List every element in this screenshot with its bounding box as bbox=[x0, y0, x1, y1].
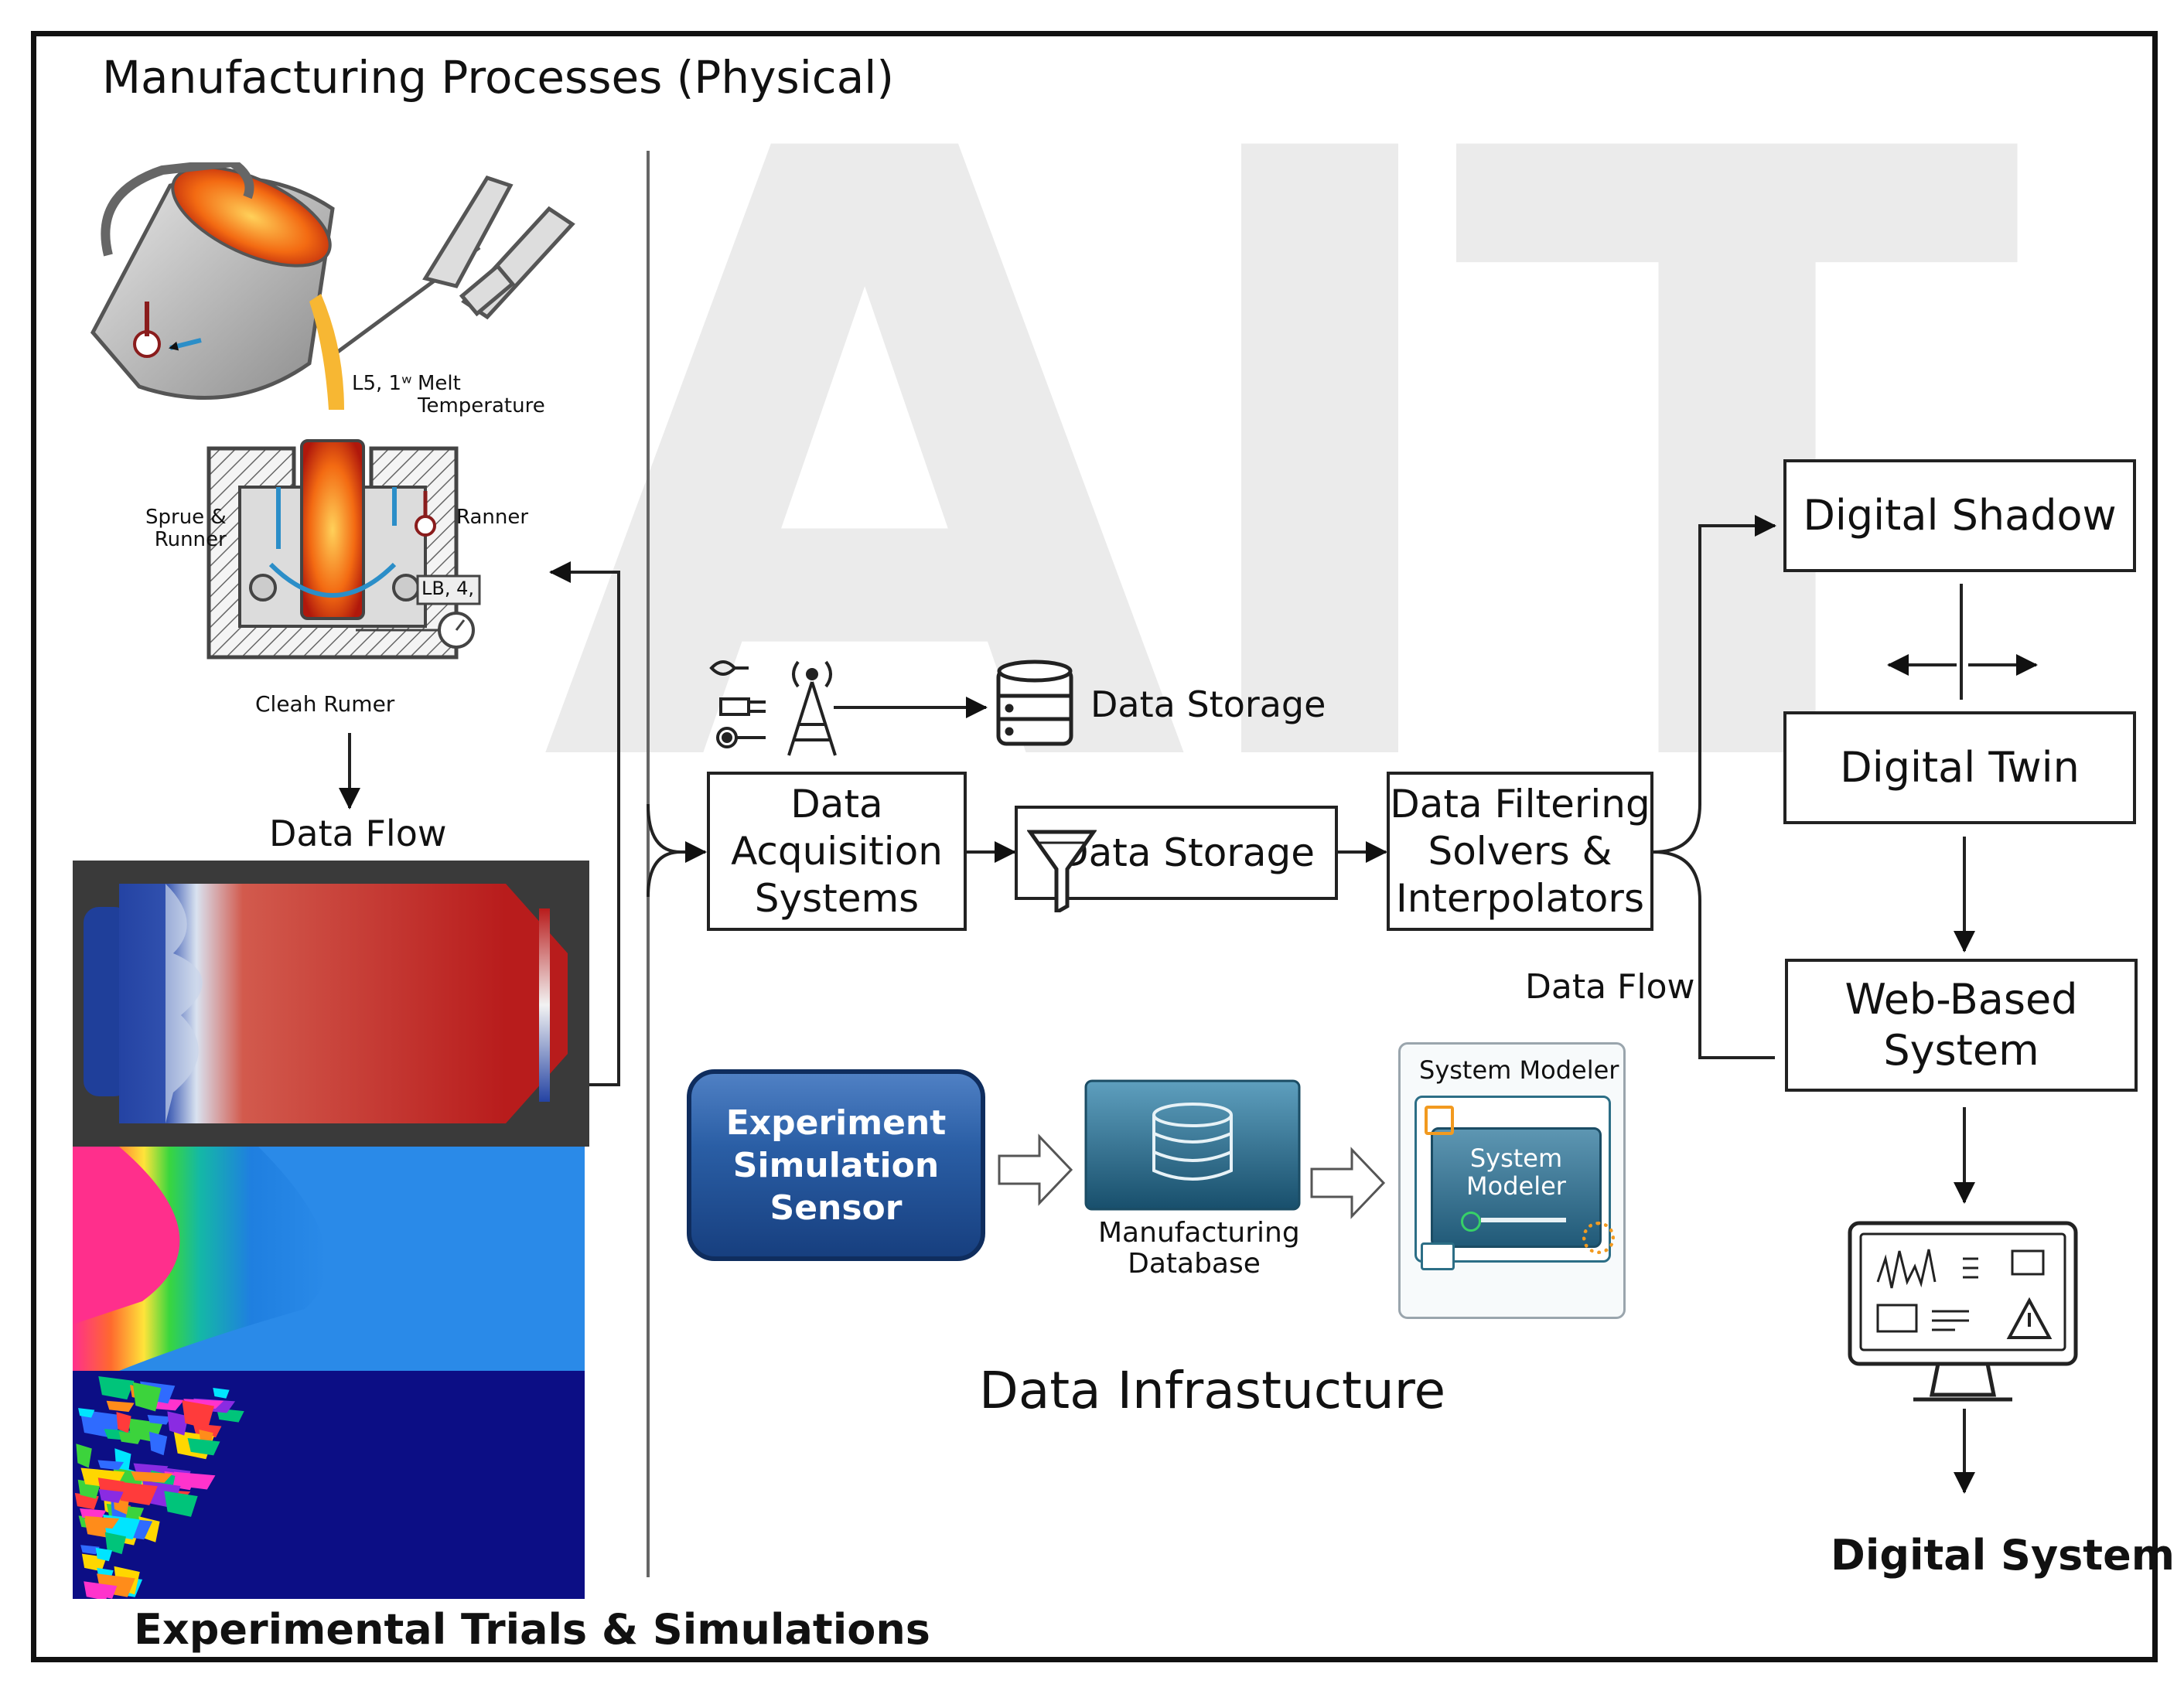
digital-twin-label: Digital Twin bbox=[1840, 743, 2080, 792]
dashboard-monitor-icon bbox=[1848, 1221, 2078, 1402]
sensor-cluster bbox=[709, 660, 837, 756]
physical-section-title: Manufacturing Processes (Physical) bbox=[102, 51, 894, 104]
filter-funnel-icon bbox=[1027, 830, 1097, 912]
grain-cell bbox=[116, 1481, 158, 1505]
melt-temperature-label: Melt Temperature bbox=[418, 372, 545, 418]
data-filtering-label: Data Filtering Solvers & Interpolators bbox=[1390, 781, 1650, 921]
grain-cell bbox=[213, 1387, 230, 1399]
ait-watermark: AIT bbox=[541, 0, 2022, 949]
digital-system-title: Digital System bbox=[1831, 1531, 2175, 1580]
grain-cell bbox=[174, 1471, 216, 1490]
temperature-field-simulation bbox=[73, 1147, 585, 1371]
middle-data-flow-label: Data Flow bbox=[1525, 967, 1695, 1007]
data-storage-label: Data Storage bbox=[1059, 830, 1315, 875]
web-based-system-box: Web-Based System bbox=[1785, 959, 2138, 1092]
system-modeler-card: System Modeler bbox=[1431, 1127, 1602, 1248]
manufacturing-database-label: Manufacturing Database bbox=[1098, 1217, 1300, 1280]
modeler-orange-bracket-icon bbox=[1425, 1106, 1454, 1135]
outer-frame bbox=[31, 31, 2158, 1662]
system-modeler-frame: System Modeler bbox=[1414, 1096, 1615, 1263]
grain-cell bbox=[78, 1408, 95, 1418]
experiment-simulation-sensor-button[interactable]: Experiment Simulation Sensor bbox=[687, 1069, 985, 1261]
grain-cell bbox=[98, 1375, 135, 1400]
grain-cell bbox=[132, 1382, 162, 1412]
sprue-runner-label: Sprue & Runner bbox=[145, 506, 227, 552]
digital-shadow-box: Digital Shadow bbox=[1783, 459, 2136, 572]
grain-cell bbox=[148, 1431, 168, 1456]
manufacturing-database-icon bbox=[1084, 1079, 1301, 1211]
system-modeler-inner-label: System Modeler bbox=[1466, 1144, 1566, 1201]
modeler-node-icon bbox=[1461, 1212, 1481, 1232]
web-based-system-label: Web-Based System bbox=[1844, 975, 2078, 1075]
tongs bbox=[331, 176, 575, 358]
hollow-arrow-1 bbox=[998, 1133, 1073, 1206]
grain-cell bbox=[98, 1488, 124, 1504]
grain-cell bbox=[80, 1545, 100, 1555]
modeler-slider-track bbox=[1481, 1218, 1566, 1222]
grain-cell bbox=[116, 1412, 131, 1433]
grain-cell bbox=[84, 1515, 120, 1529]
clean-runner-label: Cleah Rumer bbox=[255, 691, 395, 717]
grain-cell bbox=[92, 1583, 118, 1599]
grain-cell bbox=[97, 1460, 125, 1471]
line-filter-web bbox=[1653, 850, 1775, 1059]
ls-label: L5, 1ʷ bbox=[352, 372, 412, 395]
data-filtering-box: Data Filtering Solvers & Interpolators bbox=[1387, 772, 1653, 931]
mould bbox=[206, 439, 481, 660]
grain-cell bbox=[167, 1411, 189, 1436]
lb-label: LB, 4, bbox=[421, 578, 474, 599]
arrow-loop-back bbox=[549, 561, 620, 1086]
system-modeler-panel: System Modeler System Modeler bbox=[1398, 1042, 1626, 1319]
data-acquisition-label: Data Acquisition Systems bbox=[731, 781, 943, 921]
experiments-title: Experimental Trials & Simulations bbox=[134, 1605, 930, 1654]
grain-structure-simulation bbox=[73, 1371, 585, 1599]
grain-cell bbox=[182, 1400, 214, 1430]
grain-cell bbox=[131, 1471, 173, 1483]
database-icon bbox=[996, 660, 1073, 746]
modeler-save-icon bbox=[1421, 1242, 1455, 1270]
molten-stream bbox=[309, 294, 344, 410]
grain-cell bbox=[104, 1532, 126, 1555]
digital-twin-box: Digital Twin bbox=[1783, 711, 2136, 824]
modeler-gear-icon bbox=[1582, 1222, 1615, 1254]
grain-cell bbox=[164, 1491, 198, 1517]
grain-cell bbox=[118, 1431, 143, 1444]
rammer-label: Ranner bbox=[456, 506, 529, 529]
grain-cell bbox=[187, 1438, 220, 1456]
hollow-arrow-2 bbox=[1310, 1147, 1386, 1219]
cylinder-simulation bbox=[73, 861, 589, 1147]
digital-shadow-label: Digital Shadow bbox=[1803, 491, 2117, 540]
sensors-storage-label: Data Storage bbox=[1090, 683, 1326, 725]
bracket-into-acquisition bbox=[647, 803, 707, 863]
grain-cell bbox=[76, 1443, 92, 1468]
data-acquisition-box: Data Acquisition Systems bbox=[707, 772, 967, 931]
infrastructure-section-title: Data Infrastucture bbox=[979, 1361, 1446, 1420]
left-data-flow-label: Data Flow bbox=[269, 813, 447, 854]
casting-illustration bbox=[90, 162, 575, 660]
grain-cell bbox=[106, 1400, 135, 1413]
grain-cell bbox=[95, 1547, 113, 1562]
arrow-filter-shadow bbox=[1653, 515, 1776, 854]
grain-cell bbox=[147, 1415, 172, 1425]
system-modeler-title: System Modeler bbox=[1419, 1055, 1619, 1085]
ladle bbox=[90, 162, 335, 400]
